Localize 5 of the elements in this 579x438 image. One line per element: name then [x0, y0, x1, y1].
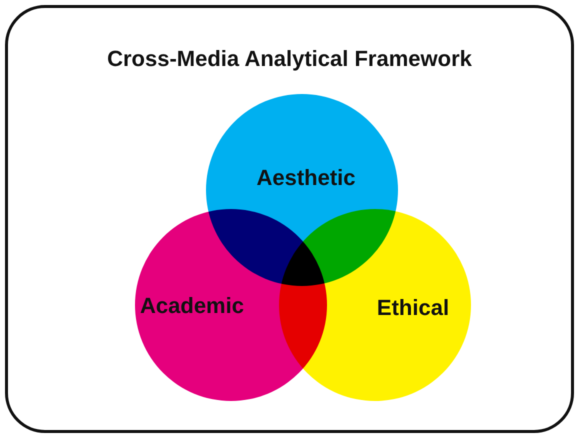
circle-label: Ethical	[376, 295, 450, 321]
circle-label: Aesthetic	[256, 165, 356, 191]
frame-label: Cross-Media Analytical Framework	[106, 46, 473, 72]
circle-label: Academic	[140, 293, 244, 319]
framework-frame	[5, 5, 574, 433]
